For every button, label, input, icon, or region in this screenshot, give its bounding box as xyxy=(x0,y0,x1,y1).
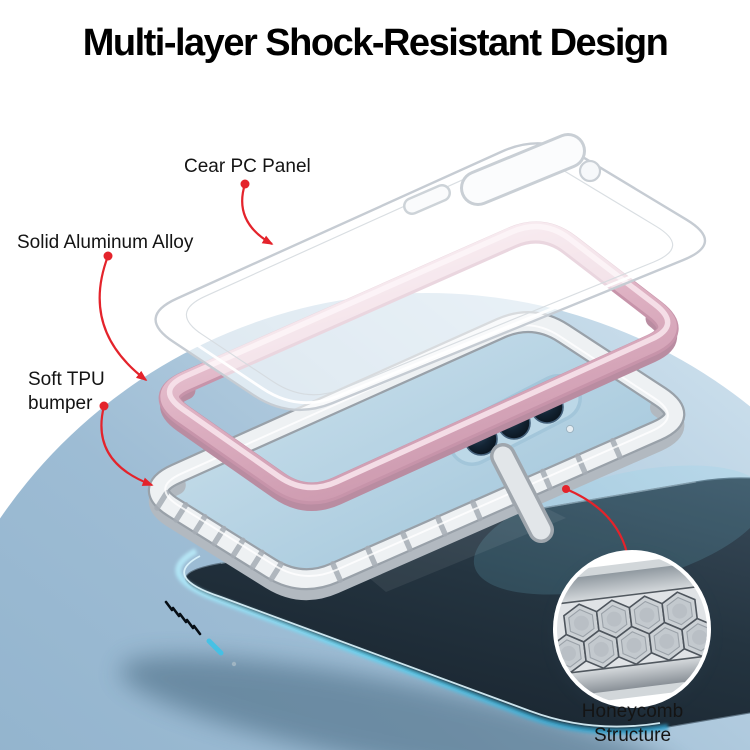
camera-flash xyxy=(565,424,575,434)
speaker-grille xyxy=(164,600,202,636)
label-tpu-line1: Soft TPU xyxy=(28,369,105,390)
callout-line-honeycomb xyxy=(565,487,629,554)
callout-dot-pc-panel xyxy=(240,179,250,189)
callout-dot-honeycomb-case xyxy=(562,485,570,493)
label-honeycomb-line2: Structure xyxy=(593,725,672,746)
tpu-bumper xyxy=(157,322,674,590)
label-honeycomb: Honeycomb Structure xyxy=(545,700,720,748)
pc-panel xyxy=(154,133,707,412)
camera-cutout xyxy=(403,133,602,215)
usb-port xyxy=(206,638,224,656)
label-honeycomb-line1: Honeycomb xyxy=(581,701,684,722)
page-title: Multi-layer Shock-Resistant Design xyxy=(82,22,669,64)
label-tpu-line2: bumper xyxy=(28,393,93,414)
callout-dot-aluminum xyxy=(103,251,113,261)
callout-dot-tpu xyxy=(99,401,109,411)
phone-shadow xyxy=(120,655,680,750)
label-pc-panel: Cear PC Panel xyxy=(184,155,311,179)
label-tpu-bumper: Soft TPU bumper xyxy=(28,368,105,416)
label-pc-panel-text: Cear PC Panel xyxy=(184,156,311,177)
label-aluminum-alloy-text: Solid Aluminum Alloy xyxy=(17,232,194,253)
callout-line-tpu xyxy=(100,405,154,487)
honeycomb-inset xyxy=(552,550,712,714)
callout-line-pc-panel xyxy=(241,183,274,245)
kickstand xyxy=(490,443,554,543)
mic-hole xyxy=(231,661,237,667)
bumper-ribs xyxy=(154,437,623,583)
callout-line-aluminum xyxy=(98,255,148,381)
label-aluminum-alloy: Solid Aluminum Alloy xyxy=(17,231,193,255)
phone-edge-glow xyxy=(175,548,669,735)
